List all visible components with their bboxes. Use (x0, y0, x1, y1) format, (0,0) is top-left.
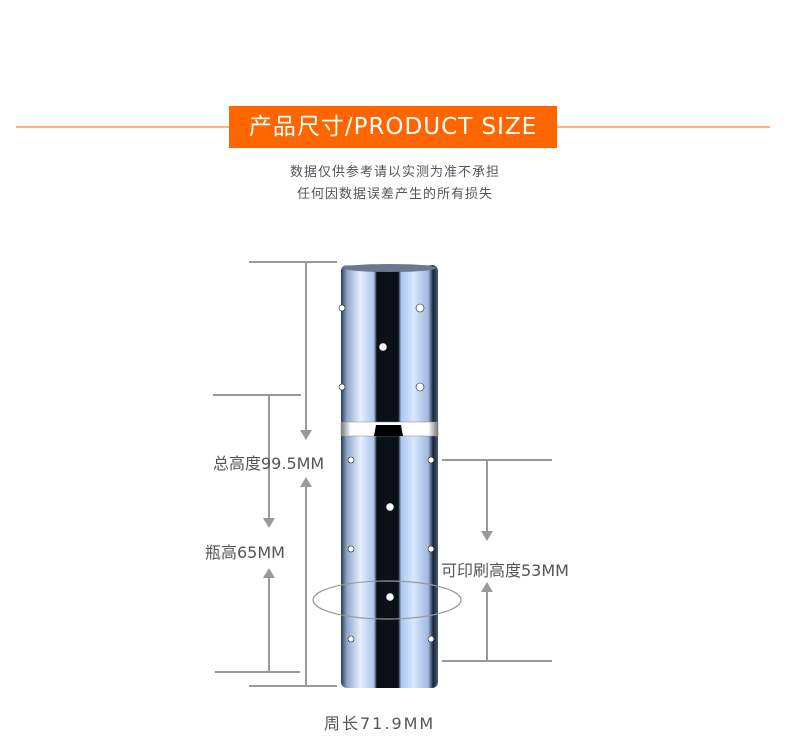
printable-height-label: 可印刷高度53MM (441, 561, 569, 580)
circumference-label: 周长71.9MM (324, 714, 436, 733)
circumference-ellipse (312, 580, 462, 620)
section-title: 产品尺寸/PRODUCT SIZE (229, 106, 557, 148)
total-height-label: 总高度99.5MM (213, 454, 325, 473)
disclaimer-line-1: 数据仅供参考请以实测为准不承担 (289, 165, 500, 180)
bottle-image (338, 264, 439, 688)
disclaimer-line-2: 任何因数据误差产生的所有损失 (296, 187, 493, 202)
bottle-height-label: 瓶高65MM (205, 543, 285, 562)
